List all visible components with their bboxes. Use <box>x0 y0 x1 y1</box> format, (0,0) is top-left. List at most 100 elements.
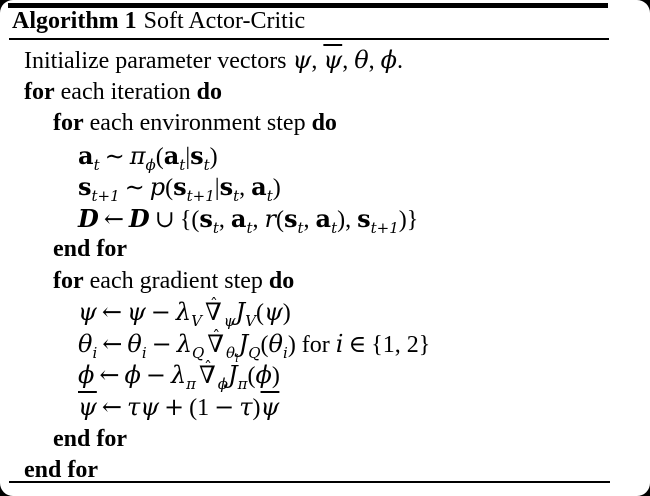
token-it: ϕ <box>124 361 141 390</box>
token-op: ∼ <box>124 173 145 202</box>
token-sub: t <box>266 186 273 205</box>
token-op: ← <box>101 298 122 327</box>
token-tx: ) for <box>287 331 336 358</box>
token-sub: V <box>191 312 202 331</box>
token-it: J <box>238 329 249 358</box>
token-it: θ <box>127 329 142 358</box>
token-sub: t+1 <box>186 186 215 205</box>
token-sc: D <box>128 203 150 233</box>
token-op: ← <box>103 204 124 233</box>
token-bf: s <box>357 203 371 233</box>
token-tx: each iteration <box>54 78 197 105</box>
hat-accent: ˆ <box>212 326 221 346</box>
token-op: ∪ <box>154 204 175 233</box>
token-sub: ϕ <box>217 375 229 394</box>
token-it: ϕ <box>78 361 95 390</box>
token-bf: a <box>315 203 332 233</box>
token-sc: D <box>78 203 99 233</box>
token-tx: , <box>252 206 265 233</box>
token-op: + <box>164 393 185 422</box>
token-it: θ <box>268 329 283 358</box>
token-bar: ψ <box>323 46 343 74</box>
header-rule <box>9 38 609 40</box>
token-it: λ <box>170 361 187 390</box>
token-kw: for <box>53 267 84 294</box>
token-subsub: i <box>235 351 239 365</box>
token-bf: s <box>173 172 187 202</box>
token-sub: Q <box>248 343 261 362</box>
token-sub: V <box>245 312 256 331</box>
token-tx: ( <box>255 300 264 327</box>
token-tx: {1, 2} <box>371 331 431 358</box>
token-op: ∈ <box>348 329 367 358</box>
token-it: i <box>335 329 344 358</box>
token-it: ϕ <box>380 46 397 74</box>
token-tx: , <box>368 48 381 74</box>
token-it: τ <box>239 393 253 422</box>
token-op: ∼ <box>104 141 125 170</box>
token-op: ← <box>99 361 120 390</box>
token-sub: t <box>203 155 210 174</box>
hat-accent: ˆ <box>209 295 218 315</box>
token-tx: (1 <box>189 395 210 422</box>
algo-line-8: for each gradient step do <box>0 266 650 298</box>
token-tx: ( <box>247 363 256 390</box>
token-tx: , <box>342 48 355 74</box>
token-it: λ <box>175 298 192 327</box>
token-it: ψ <box>78 298 97 327</box>
token-nh: ˆ∇ <box>204 326 226 361</box>
token-sub: Q <box>191 343 205 362</box>
token-sub: t <box>179 155 186 174</box>
token-sub: t+1 <box>91 186 120 205</box>
token-it: p <box>149 173 166 202</box>
token-it: ψ <box>292 46 312 74</box>
bottom-rule <box>9 481 610 483</box>
token-tx: , <box>218 206 231 233</box>
algo-line-6: D←D∪{(st, at, r(st, at), st+1)} <box>0 203 650 235</box>
token-bar: ψ <box>260 393 280 422</box>
token-bf: a <box>230 203 247 233</box>
token-op: − <box>145 361 166 390</box>
token-op: ← <box>101 393 122 422</box>
token-tx: ), <box>337 206 358 233</box>
algo-line-12: ψ←τψ+(1−τ)ψ <box>0 392 650 424</box>
token-it: π <box>129 141 146 170</box>
token-op: − <box>151 329 172 358</box>
token-bar: ψ <box>78 393 97 422</box>
hat-accent: ˆ <box>203 358 212 378</box>
token-bf: s <box>199 203 213 233</box>
token-op: ← <box>102 329 123 358</box>
token-tx: . <box>397 48 403 74</box>
token-tx: each environment step <box>83 110 312 137</box>
token-sub: i <box>92 343 98 362</box>
token-nh: ˆ∇ <box>196 360 218 392</box>
token-tx: {( <box>179 206 200 233</box>
algo-line-5: st+1∼p(st+1|st, at) <box>0 171 650 203</box>
algo-line-4: at∼πϕ(at|st) <box>0 140 650 172</box>
token-kw: end for <box>53 236 127 263</box>
algo-line-3: for each environment step do <box>0 108 650 140</box>
token-sub: π <box>186 375 197 394</box>
token-sub: ψ <box>223 312 236 331</box>
token-sub: ϕ <box>145 155 156 174</box>
token-bf: s <box>283 203 298 233</box>
nabla-symbol: ∇ <box>207 329 225 358</box>
token-bf: a <box>163 140 180 170</box>
token-sub: t <box>212 218 219 237</box>
token-kw: for <box>53 110 84 137</box>
token-sub2: θi <box>226 343 239 365</box>
token-kw: do <box>311 110 337 137</box>
token-sub: i <box>141 343 147 362</box>
token-op: − <box>214 393 235 422</box>
token-tx: ( <box>165 175 174 202</box>
algo-line-7: end for <box>0 234 650 266</box>
algorithm-title: Soft Actor-Critic <box>143 8 306 34</box>
token-kw: do <box>268 267 295 294</box>
token-kw: end for <box>53 425 127 452</box>
nabla-symbol: ∇ <box>204 298 222 327</box>
token-it: τψ <box>126 393 160 422</box>
